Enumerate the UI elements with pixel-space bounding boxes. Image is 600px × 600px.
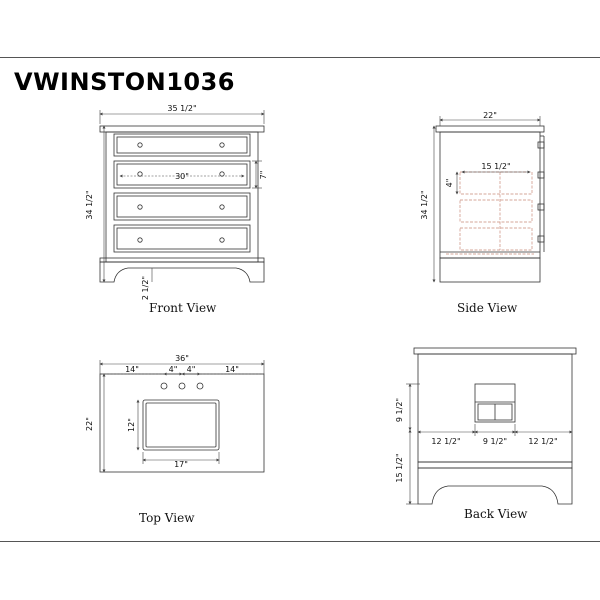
back-bottom-height-dim: 15 1/2" (395, 453, 404, 482)
front-width-dim: 35 1/2" (167, 104, 196, 113)
top-left-margin-dim: 14" (125, 365, 139, 374)
side-view-caption: Side View (457, 301, 518, 315)
front-view-drawing (99, 125, 265, 283)
bottom-divider-line (0, 541, 600, 542)
front-toe-dim: 2 1/2" (141, 276, 150, 300)
back-left-dim: 12 1/2" (431, 437, 460, 446)
top-faucet-right-dim: 4" (187, 365, 196, 374)
top-view-faucet-holes (160, 382, 204, 390)
side-depth-dim: 22" (483, 111, 497, 120)
top-view-dimension-lines (99, 360, 265, 473)
front-drawer-width-dim: 30" (175, 172, 189, 181)
front-drawer-height-dim: 7" (259, 171, 268, 180)
back-view-caption: Back View (464, 507, 528, 521)
side-height-dim: 34 1/2" (420, 190, 429, 219)
top-depth-dim: 22" (85, 417, 94, 431)
back-view-dimension-lines (406, 383, 573, 505)
front-view-caption: Front View (149, 301, 217, 315)
top-sink-depth-dim: 12" (127, 418, 136, 432)
back-view-drawing (413, 347, 577, 505)
back-right-dim: 12 1/2" (528, 437, 557, 446)
product-title: VWINSTON1036 (14, 68, 236, 96)
back-opening-height-dim: 9 1/2" (395, 398, 404, 422)
side-view-drawing (435, 125, 545, 283)
top-view-caption: Top View (139, 511, 195, 525)
back-center-dim: 9 1/2" (483, 437, 507, 446)
side-inner-height-dim: 4" (445, 179, 454, 188)
top-faucet-left-dim: 4" (169, 365, 178, 374)
side-view-interior-boxes (446, 171, 534, 255)
front-view-dimension-lines (99, 110, 265, 283)
top-sink-width-dim: 17" (174, 460, 188, 469)
side-view-dimension-lines (432, 116, 541, 283)
side-inner-depth-dim: 15 1/2" (481, 162, 510, 171)
top-width-dim: 36" (175, 354, 189, 363)
front-view-knobs (137, 142, 225, 243)
front-height-dim: 34 1/2" (85, 190, 94, 219)
top-divider-line (0, 57, 600, 58)
top-right-margin-dim: 14" (225, 365, 239, 374)
